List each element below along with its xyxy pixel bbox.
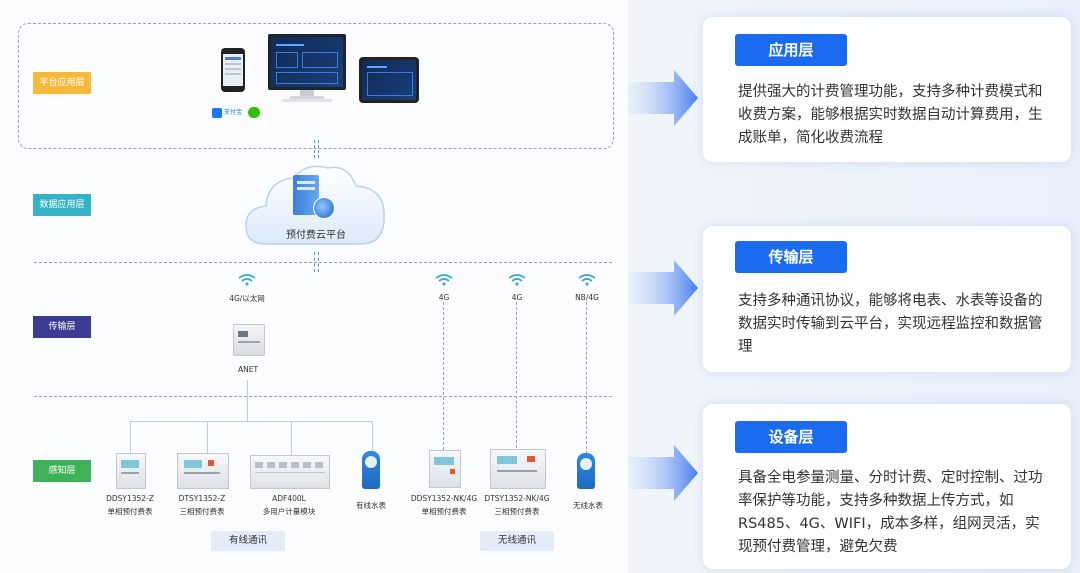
group-label-wireless: 无线通讯 <box>480 531 554 551</box>
tier-label-transport: 传输层 <box>33 316 91 338</box>
layer-title-application: 应用层 <box>735 34 847 66</box>
water-meter-wireless <box>577 453 595 489</box>
device-desc-3: 有线水表 <box>356 501 386 510</box>
device-desc-2: 多用户计量模块 <box>262 507 316 516</box>
cloud-label: 预付费云平台 <box>286 230 346 241</box>
device-model-2: ADF400L <box>272 494 306 503</box>
gateway-label: ANET <box>237 365 259 374</box>
device-desc-1: 三相预付费表 <box>179 507 225 516</box>
arrow-right-icon-3 <box>628 445 698 501</box>
meter-single-phase <box>116 453 146 489</box>
arrow-right-icon-1 <box>628 70 698 126</box>
link-wireless-2 <box>516 302 517 448</box>
bus-drop-2 <box>207 421 208 453</box>
server-icon <box>293 175 319 215</box>
device-model-0: DDSY1352-Z <box>106 494 154 503</box>
link-cloud-network <box>314 252 315 272</box>
architecture-diagram: 平台应用层 支付宝 数据应用层 <box>18 23 614 551</box>
bus-drop-3 <box>291 421 292 455</box>
device-desc-5: 三相预付费表 <box>494 507 540 516</box>
network-label-2: 4G <box>511 293 523 302</box>
gateway-device <box>233 324 265 356</box>
tier-label-platform: 平台应用层 <box>33 72 91 94</box>
tablet-device <box>359 57 419 103</box>
device-model-5: DTSY1352-NK/4G <box>484 494 550 503</box>
wifi-icon-1 <box>435 274 453 286</box>
wifi-icon-3 <box>578 274 596 286</box>
meter-multi-user <box>250 455 330 489</box>
phone-device <box>221 48 245 92</box>
layer-body-transport: 支持多种通讯协议，能够将电表、水表等设备的数据实时传输到云平台，实现远程监控和数… <box>738 293 1043 355</box>
device-model-1: DTSY1352-Z <box>178 494 226 503</box>
layer-title-transport: 传输层 <box>735 241 847 273</box>
device-desc-4: 单相预付费表 <box>421 507 467 516</box>
separator-1 <box>34 262 612 263</box>
wechat-icon <box>248 107 260 118</box>
device-desc-6: 无线水表 <box>573 501 603 510</box>
separator-2 <box>34 396 612 397</box>
arrow-right-icon-2 <box>628 260 698 316</box>
keyboard <box>282 99 332 102</box>
water-meter-wired <box>362 451 380 489</box>
device-desc-0: 单相预付费表 <box>107 507 153 516</box>
network-label-wired: 4G/以太网 <box>229 294 265 303</box>
alipay-icon <box>212 108 222 118</box>
link-wireless-3 <box>586 302 587 454</box>
network-label-1: 4G <box>438 293 450 302</box>
bus-drop-4 <box>372 421 373 451</box>
alipay-label: 支付宝 <box>224 109 243 116</box>
link-cloud-network-2 <box>318 252 319 272</box>
bus-drop-1 <box>130 421 131 453</box>
bus-horizontal <box>130 421 372 422</box>
meter-three-phase-4g <box>490 449 546 489</box>
tier-label-sensing: 感知层 <box>33 460 91 482</box>
link-platform-cloud-2 <box>318 140 319 158</box>
monitor-base <box>290 96 324 99</box>
link-wireless-1 <box>443 302 444 450</box>
layer-body-device: 具备全电参量测量、分时计费、定时控制、过功率保护等功能，支持多种数据上传方式，如… <box>738 470 1043 555</box>
meter-three-phase <box>177 453 229 489</box>
layer-title-device: 设备层 <box>735 421 847 453</box>
bus-vertical <box>247 380 248 422</box>
layer-body-application: 提供强大的计费管理功能，支持多种计费模式和收费方案，能够根据实时数据自动计算费用… <box>738 84 1043 146</box>
network-label-3: NB/4G <box>575 293 599 302</box>
link-platform-cloud <box>314 140 315 158</box>
meter-single-phase-4g <box>429 450 461 488</box>
monitor-device <box>268 34 346 90</box>
device-model-4: DDSY1352-NK/4G <box>410 494 478 503</box>
monitor-stand <box>300 90 314 96</box>
globe-icon <box>313 197 335 219</box>
wifi-icon-2 <box>508 274 526 286</box>
platform-layer-box <box>18 23 614 149</box>
group-label-wired: 有线通讯 <box>211 531 285 551</box>
wifi-icon-wired <box>238 274 256 286</box>
tier-label-data: 数据应用层 <box>33 194 91 216</box>
